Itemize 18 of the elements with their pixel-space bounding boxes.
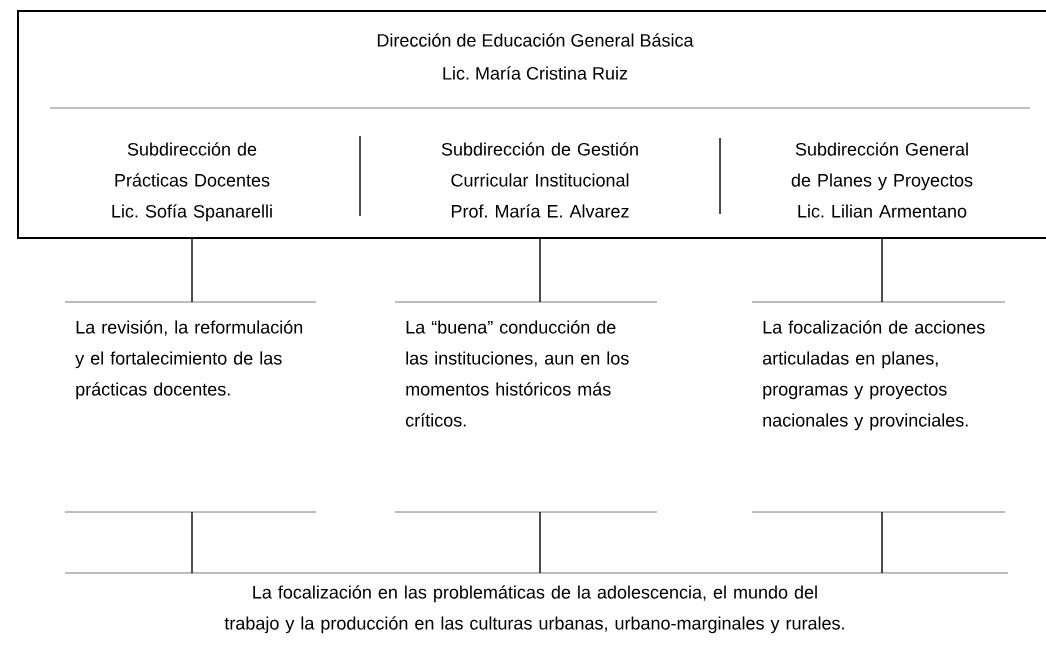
- connector-line: [191, 237, 193, 303]
- text-band: La focalización de acciones articuladas en planes, programas y proyectos nacionales y provinciales.: [751, 301, 1006, 513]
- unit-heading: Subdirección de Gestión Curricular Institucional: [441, 142, 638, 187]
- text-band: La focalización en las problemáticas de la adolescencia, el mundo del trabajo y la producción en las culturas urbanas, urbano-marginales y rurales.: [64, 572, 1009, 634]
- person-name: Lic. María Cristina Ruiz: [443, 66, 628, 80]
- unit-heading: Subdirección General de Planes y Proyectos: [791, 142, 973, 191]
- connector-line: [881, 511, 883, 574]
- person-name: Lic. Sofía Spanarelli: [112, 204, 272, 222]
- text-band: La revisión, la reformulación y el fortalecimiento de las prácticas docentes.: [64, 301, 317, 513]
- connector-line: [539, 237, 541, 303]
- person-name: Lic. Lilian Armentano: [798, 204, 967, 218]
- unit-heading: Subdirección de Prácticas Docentes: [115, 142, 270, 187]
- connector-line: [539, 511, 541, 574]
- title: Dirección de Educación General Básica: [377, 33, 694, 47]
- connector-line: [191, 511, 193, 574]
- person-name: Prof. María E. Alvarez: [451, 204, 629, 218]
- connector-line: [881, 237, 883, 303]
- text-band: La “buena” conducción de las instituciones, aun en los momentos históricos más críticos.: [394, 301, 658, 513]
